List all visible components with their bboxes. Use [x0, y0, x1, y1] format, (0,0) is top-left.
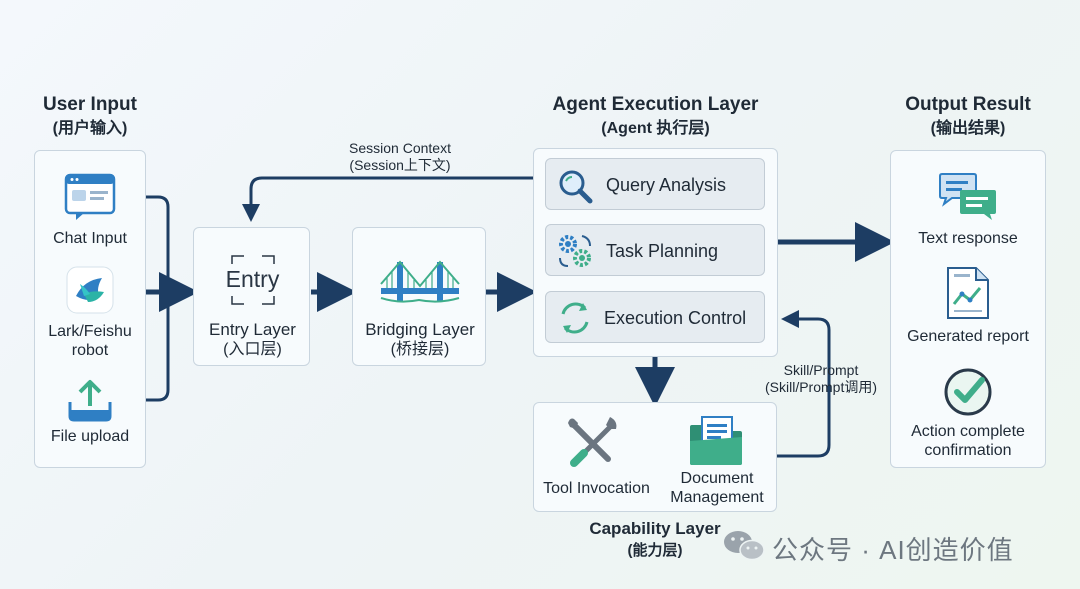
- capability-panel: Tool Invocation Document Management: [533, 402, 777, 512]
- session-context-label: Session Context: [349, 140, 451, 156]
- bridge-icon: [380, 260, 460, 303]
- capability-heading: Capability Layer (能力层): [560, 518, 750, 562]
- entry-layer-label: Entry Layer: [209, 320, 296, 339]
- skill-prompt-label: Skill/Prompt: [783, 362, 859, 378]
- agent-execution-title: Agent Execution Layer: [552, 94, 759, 115]
- folder-icon: [690, 416, 742, 465]
- output-result-title: Output Result: [905, 94, 1031, 115]
- output-item-report-label: Generated report: [907, 328, 1029, 345]
- output-item-text-label: Text response: [918, 230, 1018, 247]
- entry-layer-label-cn: (入口层): [223, 341, 282, 358]
- cycle-arrows-icon: [561, 302, 589, 334]
- tools-icon: [568, 417, 617, 467]
- output-item-confirmation-label: Action complete confirmation: [911, 423, 1025, 459]
- user-input-heading: User Input (用户输入): [20, 93, 160, 141]
- agent-execution-heading: Agent Execution Layer (Agent 执行层): [533, 93, 778, 141]
- step-query-analysis-label: Query Analysis: [606, 175, 727, 195]
- report-icon: [947, 267, 989, 319]
- input-item-file-label: File upload: [50, 428, 130, 445]
- agent-execution-title-cn: (Agent 执行层): [601, 120, 710, 137]
- entry-layer-box: Entry Entry Layer (入口层): [193, 227, 310, 366]
- watermark-text: 公众号 · AI创造价值: [772, 535, 1014, 565]
- step-task-planning: Task Planning: [545, 224, 765, 276]
- input-item-lark-label: Lark/Feishu robot: [48, 323, 132, 359]
- step-task-planning-label: Task Planning: [606, 241, 719, 261]
- step-execution-control-label: Execution Control: [604, 308, 747, 328]
- check-circle-icon: [944, 368, 992, 416]
- chat-bubbles-icon: [939, 173, 996, 220]
- input-merge-bracket: [146, 195, 170, 402]
- gears-icon: [559, 235, 591, 267]
- user-input-title: User Input: [43, 94, 137, 115]
- capability-title-cn: (能力层): [627, 542, 683, 559]
- chat-window-icon: [64, 173, 116, 220]
- output-result-title-cn: (输出结果): [930, 120, 1006, 137]
- entry-brackets-icon: [231, 255, 275, 305]
- step-query-analysis: Query Analysis: [545, 158, 765, 210]
- wechat-icon: [724, 531, 765, 561]
- agent-execution-panel: Query Analysis Task Planning Execution C…: [533, 148, 778, 357]
- output-result-heading: Output Result (输出结果): [890, 93, 1046, 141]
- lark-bird-icon: [66, 266, 114, 314]
- entry-logo-text: Entry: [225, 266, 280, 292]
- magnifier-icon: [559, 170, 593, 204]
- bridging-layer-label-cn: (桥接层): [390, 341, 450, 358]
- arrow-session-context: [242, 176, 533, 222]
- arrow-skill-prompt: [777, 310, 831, 458]
- capability-document-label: Document Management: [670, 470, 764, 506]
- session-context-label-cn: (Session上下文): [349, 157, 451, 173]
- capability-tool-label: Tool Invocation: [543, 480, 650, 497]
- user-input-title-cn: (用户输入): [52, 120, 128, 137]
- input-item-chat-label: Chat Input: [53, 230, 127, 247]
- bridging-layer-box: Bridging Layer (桥接层): [352, 227, 486, 366]
- upload-icon: [68, 380, 112, 422]
- capability-title: Capability Layer: [589, 519, 721, 538]
- step-execution-control: Execution Control: [545, 291, 765, 343]
- skill-prompt-label-cn: (Skill/Prompt调用): [764, 379, 877, 395]
- bridging-layer-label: Bridging Layer: [365, 320, 475, 339]
